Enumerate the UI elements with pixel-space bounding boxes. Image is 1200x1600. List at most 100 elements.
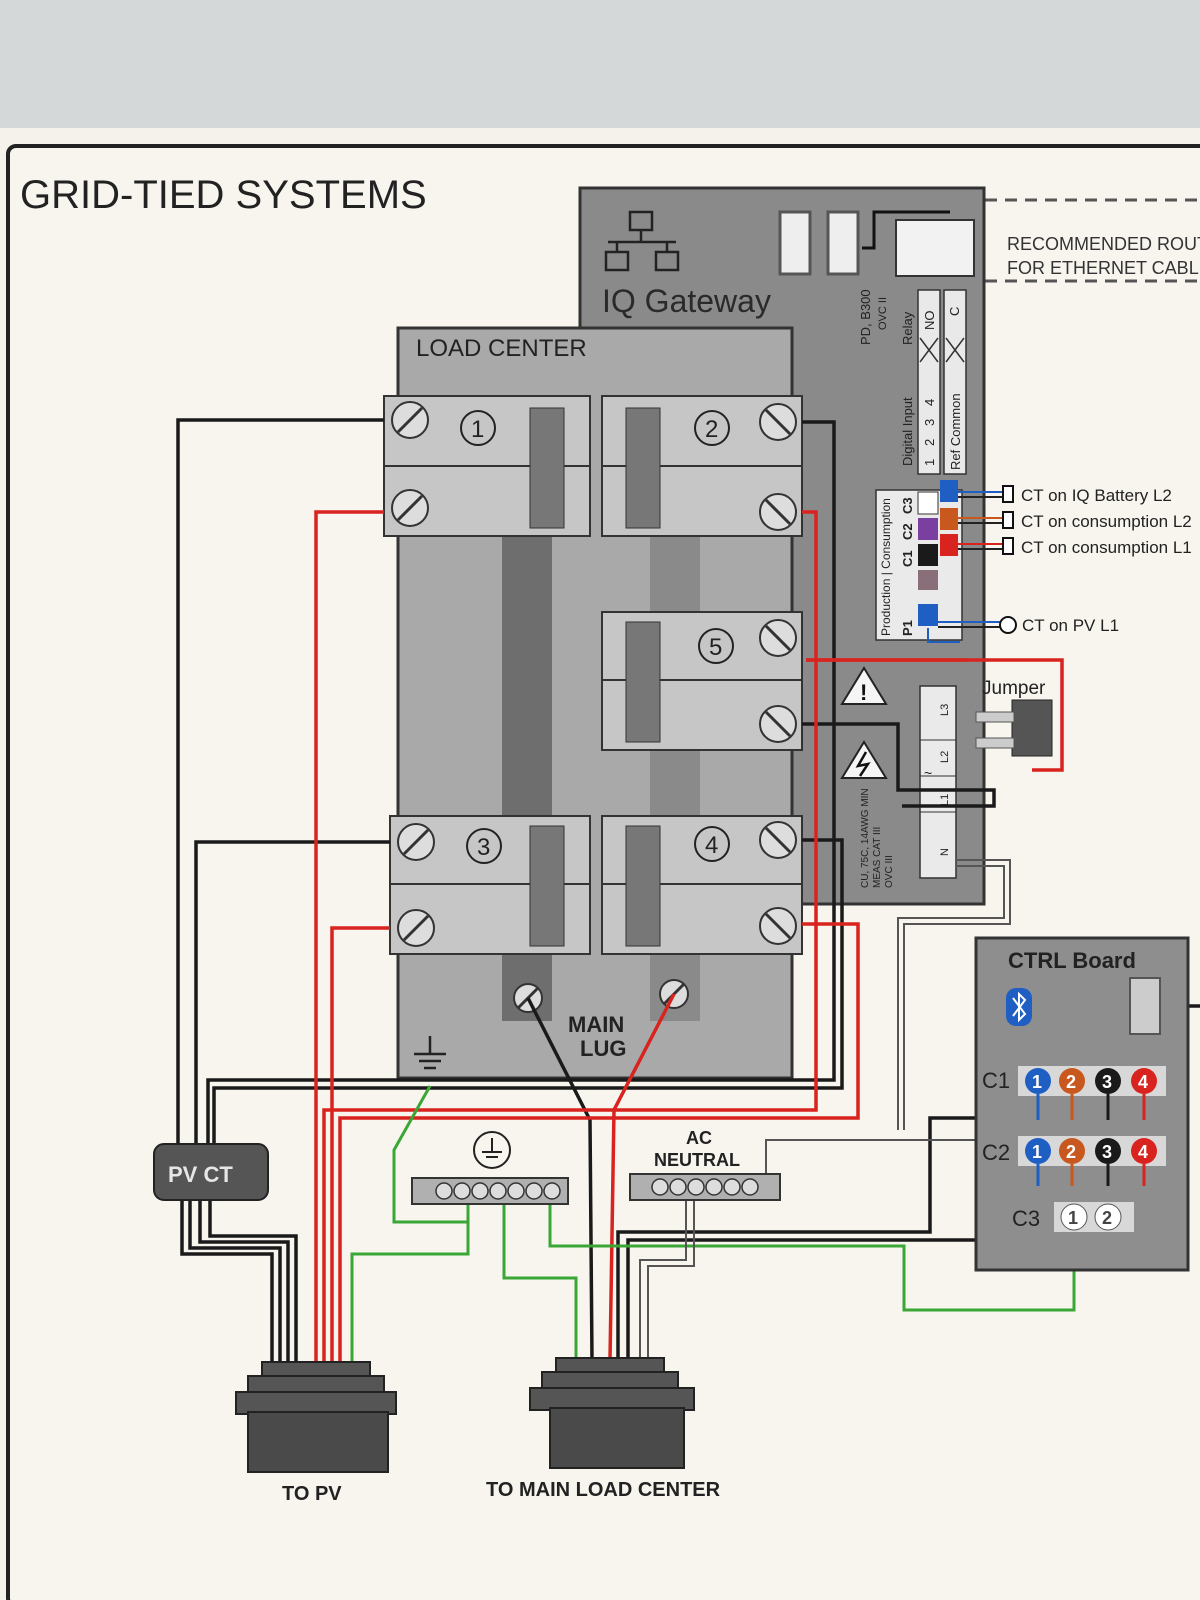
relay-label: Relay [900,311,915,345]
bluetooth-icon [1006,988,1032,1026]
ctrl-c1-pin-3-label: 3 [1102,1072,1112,1092]
ct-connector-battery [1002,485,1014,503]
ct-connector-cons-l1 [1002,537,1014,555]
ct-leads [938,491,1003,628]
ctrl-c3-pin-1[interactable] [1060,1203,1088,1231]
terminal-l2: L2 [939,751,951,763]
ct-label-battery: CT on IQ Battery L2 [1021,486,1172,505]
wire-spec-2: MEAS CAT III [872,827,883,888]
wire-spec-3: OVC III [884,855,895,888]
ctrl-c2-pin-2[interactable] [1059,1138,1085,1164]
terminal-l1: L1 [939,794,951,806]
ethernet-note-1: RECOMMENDED ROUT [1007,234,1200,254]
ctrl-board-title: CTRL Board [1008,948,1136,973]
main-lug-label-2: LUG [580,1036,626,1061]
ctrl-c3-pin-2-label: 2 [1102,1208,1112,1228]
ctrl-c2-pin-1[interactable] [1025,1138,1051,1164]
ac-tilde-icon: ~ [924,765,932,781]
ct-port-c1: C1 [900,550,915,567]
main-lug-label-1: MAIN [568,1012,624,1037]
ctrl-row-c1: C1 [982,1068,1010,1093]
ac-terminal-block [919,685,957,879]
digital-input-4: 4 [922,399,937,406]
ac-neutral-label-1: AC [686,1128,712,1148]
ct-connector-cons-l2 [1002,511,1014,529]
ctrl-usb-port[interactable] [1129,977,1161,1035]
usb-port-1[interactable] [778,210,812,276]
breaker-2[interactable]: 2 [601,395,803,537]
ct-port-c2: C2 [900,523,915,540]
ctrl-c1-pin-1[interactable] [1025,1068,1051,1094]
ctrl-c1-pin-2[interactable] [1059,1068,1085,1094]
ctrl-c1-pin-4-label: 4 [1138,1072,1148,1092]
ethernet-note-2: FOR ETHERNET CABL [1007,258,1199,278]
breaker-1-number: 1 [471,416,484,443]
output-to-pv: TO PV [282,1483,342,1505]
svg-text:!: ! [860,680,867,705]
pv-conduit-connector [235,1361,397,1473]
gateway-rating-1: PD, B300 [858,289,873,345]
ct-c3-blue [940,480,958,502]
ct-label-pv: CT on PV L1 [1022,616,1119,635]
pv-ct-device [153,1143,269,1201]
ct-c1-red [940,534,958,556]
breaker-3[interactable]: 3 [389,815,591,955]
jumper-body [1011,699,1053,757]
ct-port-c3: C3 [900,497,915,514]
terminal-n: N [939,848,951,856]
ref-common-label: Ref Common [948,393,963,470]
load-center-title: LOAD CENTER [416,335,587,362]
jumper-pin-1 [975,711,1015,723]
ethernet-jack[interactable] [895,219,975,277]
ct-port-p1-blue [918,604,938,626]
jumper-label: Jumper [982,678,1046,699]
relay-no: NO [922,311,937,331]
ct-port-c3-white [917,491,939,515]
breaker-4[interactable]: 4 [601,815,803,955]
wire-spec-1: CU, 75C, 14AWG MIN [860,788,871,888]
relay-block [917,289,941,475]
digital-input-3: 3 [922,419,937,426]
ethernet-cable [862,210,950,250]
network-icon [604,210,680,272]
green-wires [350,1085,1076,1366]
ctrl-c3-pin-1-label: 1 [1068,1208,1078,1228]
digital-input-1: 1 [922,459,937,466]
red-wires [314,510,1064,1366]
usb-port-2[interactable] [826,210,860,276]
ctrl-c3-pin-2[interactable] [1094,1203,1122,1231]
ctrl-c2-pin-4[interactable] [1131,1138,1157,1164]
output-to-main-load-center: TO MAIN LOAD CENTER [486,1479,721,1501]
breaker-5-number: 5 [709,634,722,661]
ground-icon [414,1036,446,1070]
relay-c: C [947,307,962,316]
ct-label-cons-l1: CT on consumption L1 [1021,538,1192,557]
production-consumption-label: Production | Consumption [879,498,893,636]
ctrl-c1-pin-1-label: 1 [1032,1072,1042,1092]
breaker-5[interactable]: 5 [601,611,803,751]
ctrl-c2-pin-1-label: 1 [1032,1142,1042,1162]
breaker-4-number: 4 [705,832,718,859]
relay-x-marks [919,337,965,363]
relay-block-2 [943,289,967,475]
breaker-1[interactable]: 1 [383,395,591,537]
ctrl-c1-pin-2-label: 2 [1066,1072,1076,1092]
gateway-rating-2: OVC II [877,297,889,330]
terminal-l3: L3 [939,704,951,716]
main-load-center-conduit-connector [529,1357,695,1469]
ctrl-c1-pin-3[interactable] [1095,1068,1121,1094]
breaker-3-number: 3 [477,834,490,861]
ctrl-c2-pin-4-label: 4 [1138,1142,1148,1162]
ctrl-c2-pin-3[interactable] [1095,1138,1121,1164]
ct-connector-pv [999,616,1017,634]
digital-input-label: Digital Input [900,397,915,466]
ct-port-c1-black [918,544,938,566]
jumper-pin-2 [975,737,1015,749]
ct-port-c2-purple [918,518,938,540]
gateway-name: IQ Gateway [602,283,771,319]
breaker-2-number: 2 [705,416,718,443]
electric-shock-icon [840,740,888,779]
ct-port-p1: P1 [900,620,915,636]
ctrl-c1-pin-4[interactable] [1131,1068,1157,1094]
